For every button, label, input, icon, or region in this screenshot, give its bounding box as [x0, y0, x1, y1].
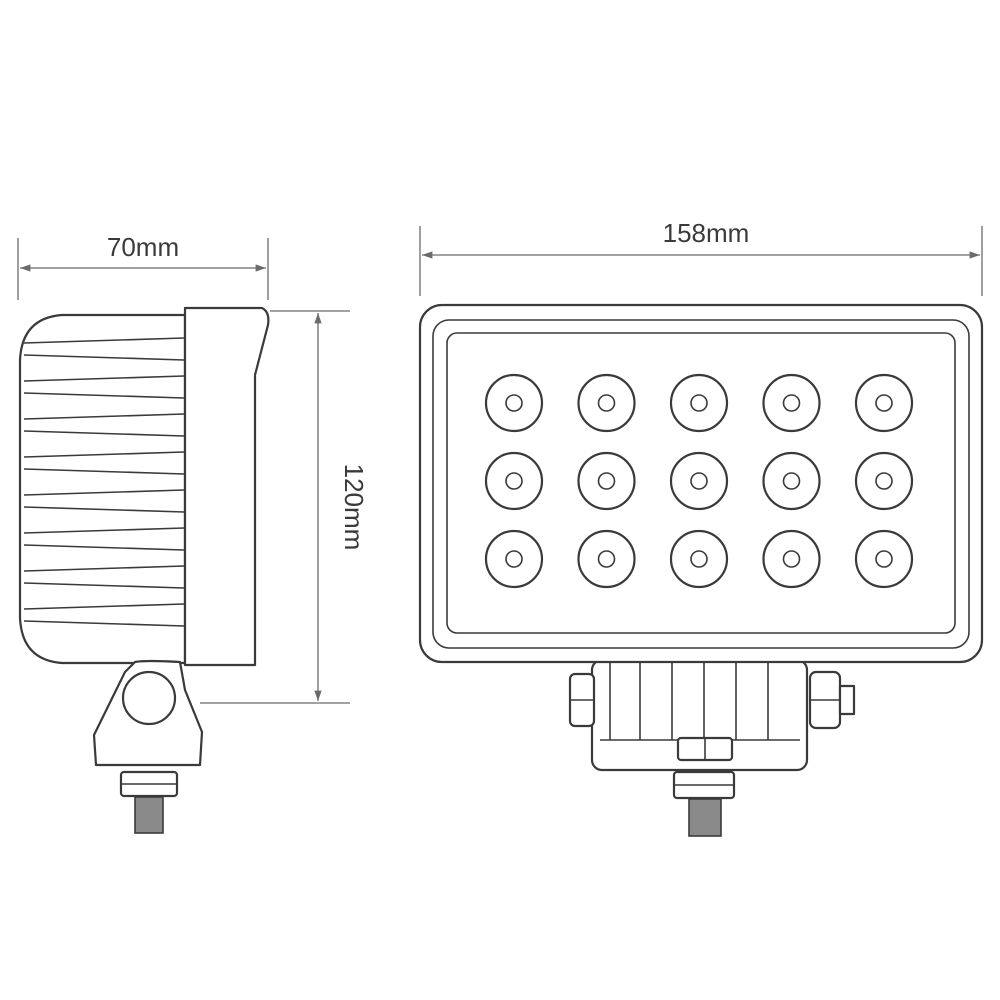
side-bezel: [183, 306, 270, 667]
led-emitter: [505, 394, 523, 412]
led-emitter: [597, 394, 616, 412]
led-reflector: [669, 529, 729, 589]
led-emitter: [690, 472, 708, 490]
side-mount-bolt: [121, 670, 177, 726]
led-emitter: [597, 472, 616, 490]
side-housing: [18, 313, 187, 665]
led-reflector: [854, 529, 914, 589]
led-emitter: [505, 550, 523, 568]
front-lens: [446, 332, 956, 634]
led-reflector: [669, 451, 729, 511]
front-stud: [688, 798, 722, 837]
side-view: [18, 306, 270, 834]
led-reflector: [577, 529, 636, 589]
led-emitter: [875, 472, 893, 490]
width-label: 158mm: [663, 218, 750, 248]
depth-label: 70mm: [107, 232, 179, 262]
width-dimension: 158mm: [419, 218, 983, 296]
led-emitter: [782, 472, 801, 490]
led-reflector: [762, 373, 821, 433]
led-reflector: [484, 373, 544, 433]
led-emitter: [875, 550, 893, 568]
led-reflector: [484, 529, 544, 589]
depth-dimension: 70mm: [17, 232, 269, 300]
led-emitter: [875, 394, 893, 412]
led-reflector: [762, 529, 821, 589]
led-reflector: [484, 451, 544, 511]
led-emitter: [782, 394, 801, 412]
led-grid: [484, 373, 914, 589]
side-stud: [134, 796, 164, 834]
right-bolt-stub: [838, 684, 856, 716]
front-housing-bezel: [432, 319, 970, 649]
led-reflector: [762, 451, 821, 511]
height-dimension: 120mm: [200, 310, 369, 704]
led-emitter: [690, 550, 708, 568]
led-emitter: [597, 550, 616, 568]
height-label: 120mm: [339, 464, 369, 551]
cooling-fins: [23, 337, 185, 627]
led-emitter: [782, 550, 801, 568]
front-view: [418, 303, 984, 837]
led-reflector: [577, 451, 636, 511]
led-reflector: [854, 451, 914, 511]
led-emitter: [505, 472, 523, 490]
led-emitter: [690, 394, 708, 412]
led-reflector: [669, 373, 729, 433]
led-reflector: [577, 373, 636, 433]
led-reflector: [854, 373, 914, 433]
